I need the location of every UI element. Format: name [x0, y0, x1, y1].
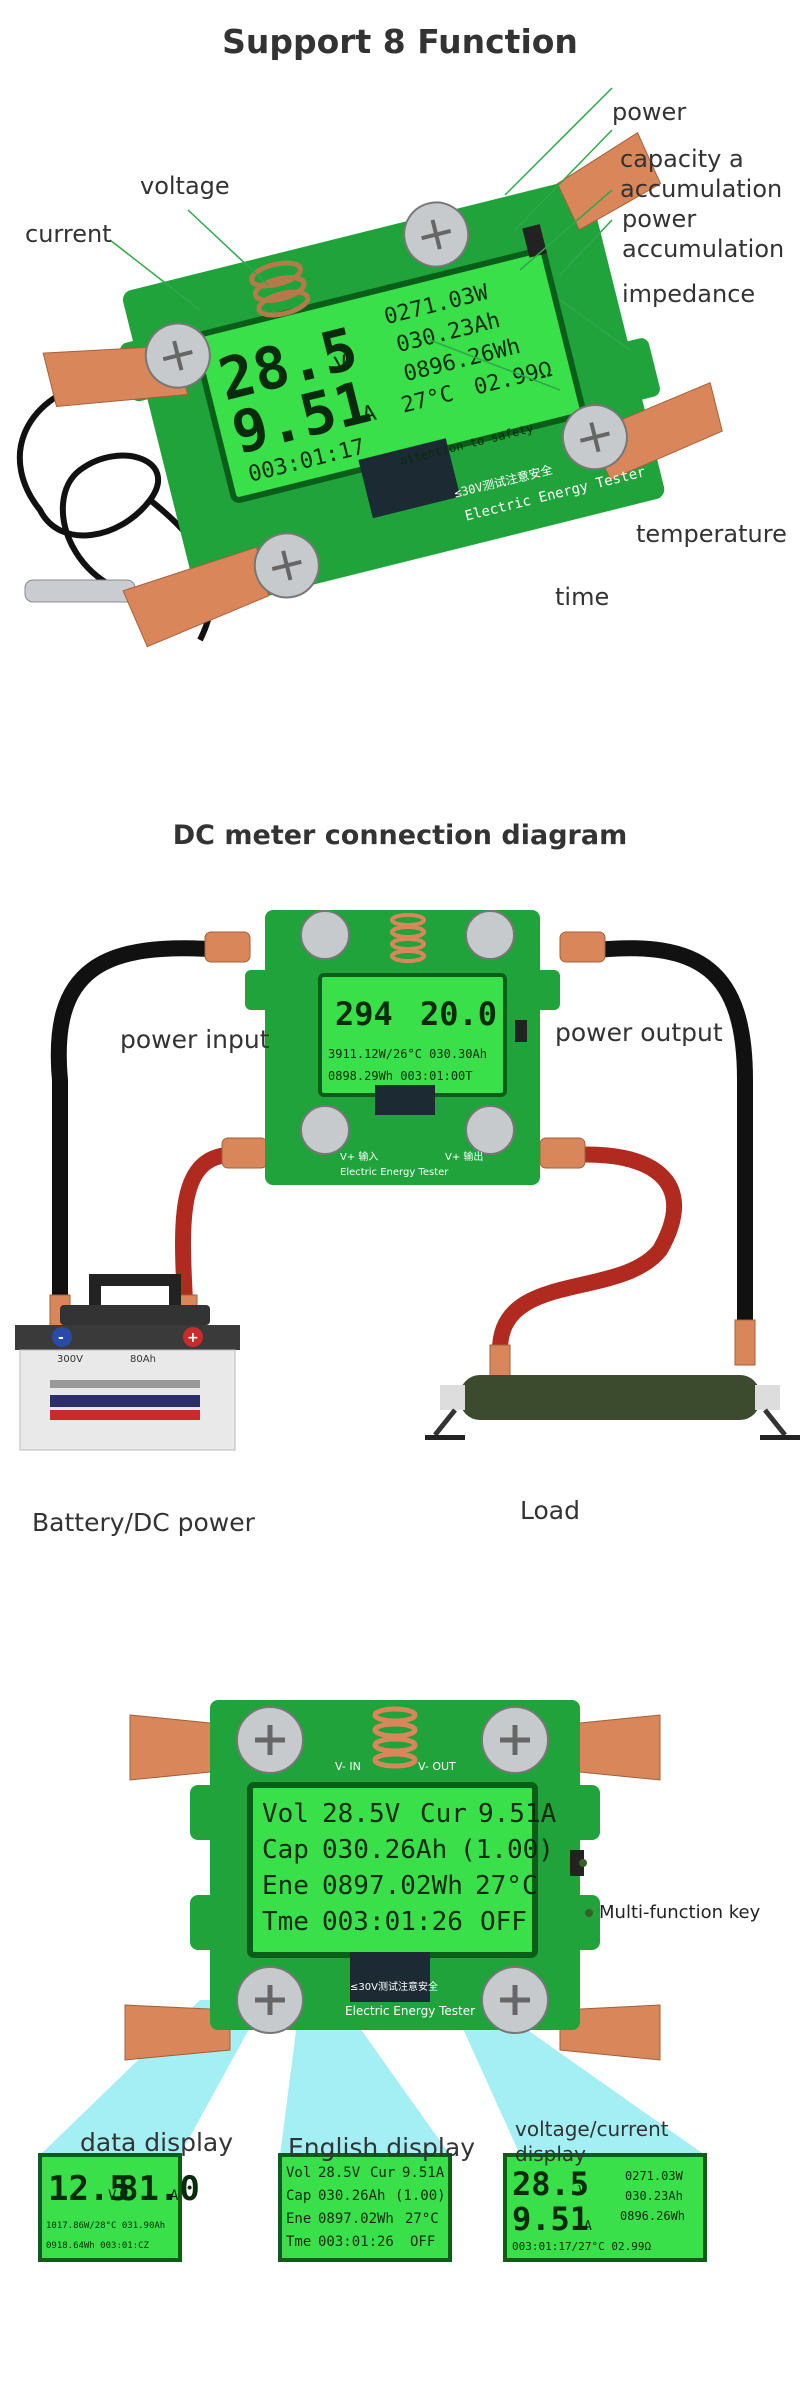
s3-lcd-cur-label: Cur	[420, 1799, 467, 1829]
s3-lcd-vol-value: 28.5V	[322, 1799, 400, 1829]
s2-board-vin: V+ 输入	[340, 1150, 378, 1163]
s2-lcd-current: 20.0	[420, 995, 497, 1033]
s3-lcd-ene-value: 0897.02Wh	[322, 1871, 463, 1901]
p2-r1c2: 28.5V	[318, 2165, 361, 2181]
p2-r1c3: Cur	[370, 2165, 395, 2181]
label-load: Load	[520, 1496, 580, 1525]
p1-line2: 0918.64Wh 003:01:CZ	[46, 2241, 150, 2251]
s3-lcd-cap-label: Cap	[262, 1835, 309, 1865]
s3-board-spec: ≤30V测试注意安全	[350, 1980, 438, 1993]
p2-r1c1: Vol	[286, 2165, 311, 2181]
caption-data-display: data display	[80, 2128, 234, 2157]
p3-r1: 0271.03W	[625, 2169, 684, 2183]
label-accumulation-1: accumulation	[620, 175, 783, 203]
connection-diagram: - + 294 20.0 3911.12W/26°C 030.30Ah 0898…	[15, 910, 800, 1451]
multi-function-key-text: Multi-function key	[599, 1902, 761, 1923]
p1-big1: 12.5	[48, 2169, 130, 2209]
p2-r3c2: 0897.02Wh	[318, 2211, 394, 2227]
p1-line1: 1017.86W/28°C 031.90Ah	[46, 2221, 165, 2231]
multi-function-key-label: Multi-function key	[585, 1902, 760, 1923]
label-power-output: power output	[555, 1018, 723, 1047]
battery-capacity: 80Ah	[130, 1354, 156, 1365]
s3-board-brand: Electric Energy Tester	[345, 2004, 475, 2018]
s1-lcd-unit-v: V	[332, 351, 351, 378]
p2-r4c2: 003:01:26	[318, 2234, 394, 2250]
svg-text:+: +	[187, 1330, 199, 1346]
p3-u2: A	[584, 2219, 592, 2234]
s2-board-brand: Electric Energy Tester	[340, 1167, 449, 1178]
p3-u1: V	[578, 2184, 586, 2199]
label-accumulation-2: accumulation	[622, 235, 785, 263]
label-impedance: impedance	[622, 280, 756, 308]
p2-r3c3: 27°C	[405, 2211, 439, 2227]
caption-vc-display: voltage/current	[515, 2117, 669, 2141]
caption-english-display: English display	[288, 2133, 475, 2162]
s3-board-vout: V- OUT	[418, 1760, 456, 1773]
s2-board-vout: V+ 输出	[445, 1150, 483, 1163]
p1-u1: V	[108, 2188, 117, 2204]
caption-vc-display-2: display	[515, 2142, 587, 2166]
p3-r4: 003:01:17/27°C 02.99Ω	[512, 2240, 651, 2253]
p2-r3c1: Ene	[286, 2211, 311, 2227]
label-battery: Battery/DC power	[32, 1508, 255, 1537]
s3-lcd-tme-label: Tme	[262, 1907, 309, 1937]
energy-meter-photo: 28.5 V 9.51 A 0271.03W 030.23Ah 0896.26W…	[16, 87, 723, 648]
s3-lcd-cap-ratio: (1.00)	[460, 1835, 554, 1865]
p2-r4c1: Tme	[286, 2234, 311, 2250]
s3-lcd-temp: 27°C	[475, 1871, 538, 1901]
label-current: current	[25, 220, 112, 248]
svg-text:-: -	[58, 1330, 64, 1346]
p1-u2: A	[170, 2188, 179, 2204]
p3-r3: 0896.26Wh	[620, 2209, 685, 2223]
p2-r2c2: 030.26Ah	[318, 2188, 385, 2204]
p2-r2c3: (1.00)	[395, 2188, 446, 2204]
label-power-input: power input	[120, 1025, 270, 1054]
s3-lcd-cap-value: 030.26Ah	[322, 1835, 447, 1865]
label-voltage: voltage	[140, 172, 230, 200]
p2-r4c3: OFF	[410, 2234, 435, 2250]
indicator-dot-icon	[585, 1909, 593, 1917]
s3-lcd-off: OFF	[480, 1907, 527, 1937]
s2-lcd-line1: 3911.12W/26°C 030.30Ah	[328, 1047, 487, 1061]
s1-lcd-unit-a: A	[360, 401, 379, 428]
p2-r1c4: 9.51A	[402, 2165, 445, 2181]
p3-r2: 030.23Ah	[625, 2189, 683, 2203]
display-modes-figure: Vol 28.5V Cur 9.51A Cap 030.26Ah (1.00) …	[38, 1700, 707, 2262]
p3-big2: 9.51	[512, 2200, 589, 2238]
s2-lcd-voltage: 294	[335, 995, 393, 1033]
p2-r2c1: Cap	[286, 2188, 311, 2204]
battery-voltage: 300V	[57, 1354, 83, 1365]
label-power: power	[612, 98, 687, 126]
s3-board-vin: V- IN	[335, 1760, 361, 1773]
p3-big1: 28.5	[512, 2165, 589, 2203]
section2-title: DC meter connection diagram	[172, 820, 628, 851]
label-power-accum: power	[622, 205, 697, 233]
s3-lcd-tme-value: 003:01:26	[322, 1907, 463, 1937]
label-capacity: capacity a	[620, 145, 744, 173]
label-time: time	[555, 583, 610, 611]
section1-title: Support 8 Function	[222, 22, 578, 61]
p1-big2: 81.0	[118, 2169, 200, 2209]
s3-lcd-ene-label: Ene	[262, 1871, 309, 1901]
s3-lcd-vol-label: Vol	[262, 1799, 309, 1829]
label-temperature: temperature	[636, 520, 787, 548]
s2-lcd-line2: 0898.29Wh 003:01:00T	[328, 1069, 473, 1083]
s3-lcd-cur-value: 9.51A	[478, 1799, 557, 1829]
